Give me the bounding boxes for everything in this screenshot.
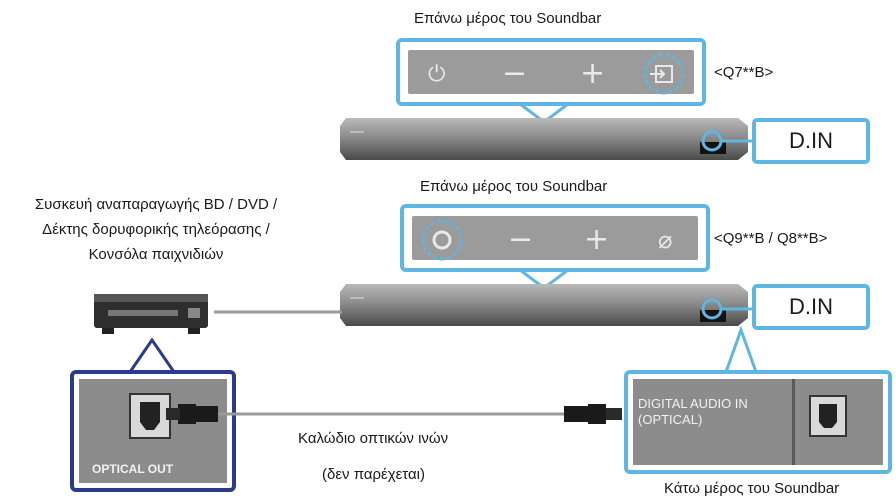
top-din-pointer	[701, 130, 754, 152]
minus-icon: −	[508, 222, 534, 257]
cable-label-line-2: (δεν παρέχεται)	[322, 466, 426, 483]
middle-panel-title: Επάνω μέρος του Soundbar	[420, 178, 608, 195]
input-source-icon	[643, 53, 685, 95]
plus-icon: +	[584, 222, 610, 257]
middle-soundbar	[340, 284, 748, 326]
optical-cable	[166, 404, 622, 424]
source-device-line-2: Δέκτης δορυφορικής τηλεόρασης /	[42, 221, 270, 238]
digital-audio-in-label-line-1: DIGITAL AUDIO IN	[638, 396, 748, 411]
digital-audio-in-divider	[792, 379, 795, 465]
cable-label-line-1: Καλώδιο οπτικών ινών	[298, 430, 449, 447]
optical-input-port-icon	[809, 395, 847, 437]
optical-out-panel: OPTICAL OUT	[70, 370, 236, 492]
digital-audio-in-label-line-2: (OPTICAL)	[638, 412, 703, 427]
top-panel-title: Επάνω μέρος του Soundbar	[414, 10, 602, 27]
plus-icon: +	[580, 56, 606, 91]
middle-panel-model: <Q9**B / Q8**B>	[714, 230, 828, 247]
top-din-label: D.IN	[752, 118, 870, 164]
mic-off-icon: ⌀	[658, 226, 673, 254]
optical-out-label: OPTICAL OUT	[92, 462, 174, 476]
top-soundbar	[340, 118, 748, 160]
minus-icon: −	[502, 56, 528, 91]
source-device-line-1: Συσκευή αναπαραγωγής BD / DVD /	[34, 196, 278, 213]
device-callout-pointer	[128, 338, 176, 373]
top-panel-model: <Q7**B>	[714, 64, 774, 81]
source-device-label: Συσκευή αναπαραγωγής BD / DVD / Δέκτης δ…	[6, 192, 306, 267]
multifunction-button-icon	[421, 219, 463, 261]
source-device-line-3: Κονσόλα παιχνιδιών	[88, 246, 224, 263]
top-panel-surface: ⏻ − +	[408, 50, 694, 95]
digital-audio-in-panel: DIGITAL AUDIO IN (OPTICAL)	[624, 370, 892, 474]
bd-player-device	[94, 294, 208, 334]
top-control-panel: ⏻ − +	[396, 38, 706, 106]
middle-din-label: D.IN	[752, 284, 870, 330]
middle-din-pointer	[701, 298, 754, 320]
middle-control-panel: − + ⌀	[400, 204, 710, 272]
soundbar-callout-pointer	[724, 326, 758, 373]
device-to-soundbar-cable	[214, 310, 342, 314]
power-icon: ⏻	[428, 62, 446, 87]
middle-panel-surface: − + ⌀	[412, 216, 698, 261]
bottom-soundbar-label: Κάτω μέρος του Soundbar	[664, 480, 840, 497]
